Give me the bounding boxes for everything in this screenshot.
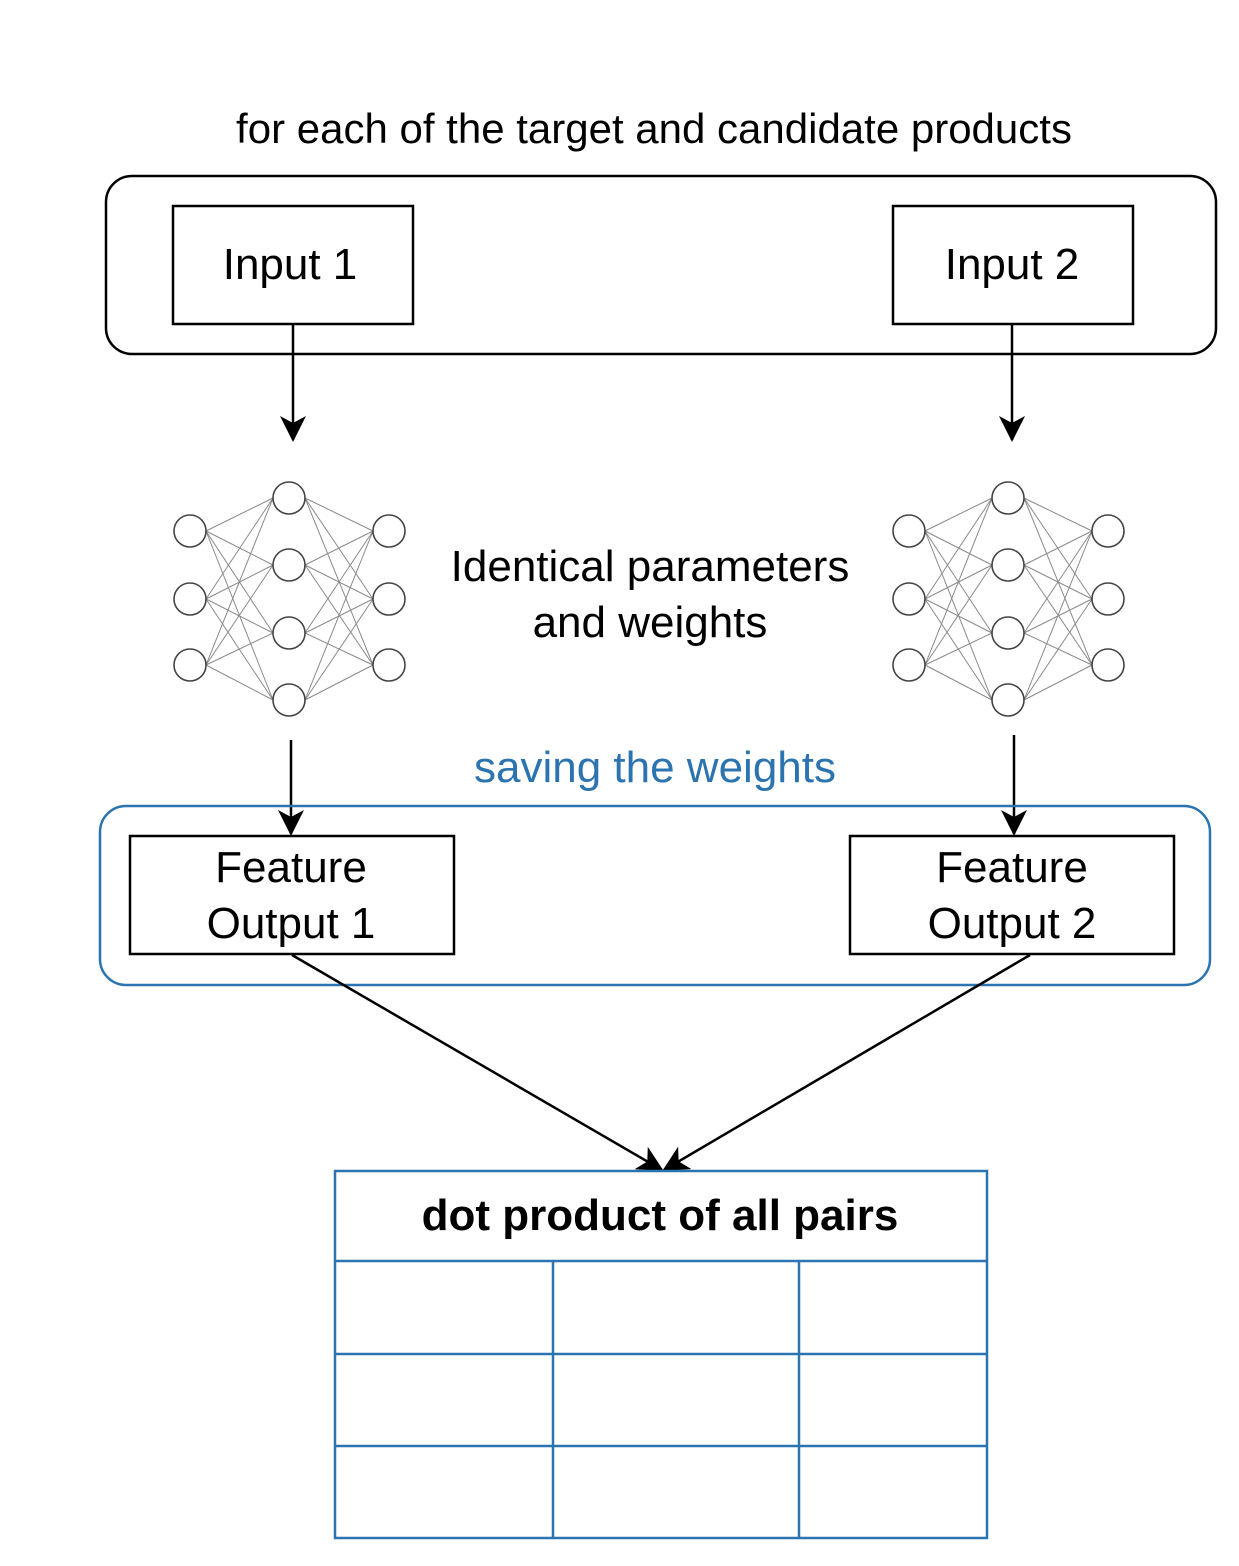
neuron-connection [205, 598, 274, 634]
neural-network-right-icon [892, 481, 1125, 717]
neuron-node [272, 616, 306, 650]
neuron-connection [304, 497, 374, 532]
neuron-node [173, 648, 207, 682]
neuron-connection [924, 497, 993, 532]
neuron-connection [304, 530, 374, 701]
neuron-connection [205, 497, 274, 666]
neuron-connection [205, 564, 274, 666]
neuron-connection [304, 664, 374, 701]
arrow-output-2-to-table [662, 953, 1031, 1172]
neuron-node [892, 514, 926, 548]
neuron-connection [924, 564, 993, 666]
arrow-output-1-to-table [291, 953, 664, 1172]
neuron-connection [205, 497, 274, 532]
neuron-node [991, 616, 1025, 650]
input-2-box: Input 2 [891, 204, 1135, 326]
neuron-node [1091, 514, 1125, 548]
neural-network-left-icon [173, 481, 406, 717]
neuron-node [272, 481, 306, 515]
feature-output-2-line1: Feature [936, 843, 1088, 892]
neuron-connection [1023, 598, 1093, 701]
neuron-node [991, 683, 1025, 717]
neuron-connection [924, 598, 993, 634]
neuron-node [991, 481, 1025, 515]
input-1-box: Input 1 [171, 204, 415, 326]
dot-product-table: dot product of all pairs [333, 1169, 989, 1540]
neuron-connection [1023, 530, 1093, 701]
neuron-connection [1023, 530, 1093, 566]
neuron-connection [304, 530, 374, 566]
input-1-label: Input 1 [223, 240, 358, 289]
neuron-connection [924, 664, 993, 701]
input-group-frame [104, 174, 1218, 356]
neuron-connection [924, 497, 993, 600]
input-2-label: Input 2 [945, 240, 1080, 289]
neuron-connection [1023, 664, 1093, 701]
identical-parameters-line2: and weights [533, 598, 768, 647]
neuron-connection [205, 497, 274, 600]
saving-weights-label: saving the weights [474, 743, 836, 792]
feature-output-1-box: Feature Output 1 [128, 834, 456, 956]
neuron-connection [205, 632, 274, 666]
diagram-header: for each of the target and candidate pro… [236, 105, 1072, 152]
neuron-node [991, 548, 1025, 582]
neuron-node [272, 548, 306, 582]
neuron-node [1091, 648, 1125, 682]
neuron-connection [205, 664, 274, 701]
feature-output-1-line1: Feature [215, 843, 367, 892]
identical-parameters-line1: Identical parameters [451, 542, 850, 591]
neuron-connection [924, 497, 993, 666]
neuron-node [892, 582, 926, 616]
neuron-connection [1023, 530, 1093, 634]
output-group-frame [98, 804, 1212, 987]
neuron-node [892, 648, 926, 682]
neuron-connection [1023, 497, 1093, 532]
neuron-node [173, 582, 207, 616]
neuron-connection [304, 598, 374, 701]
neuron-connection [924, 632, 993, 666]
neuron-node [1091, 582, 1125, 616]
feature-output-2-line2: Output 2 [928, 899, 1097, 948]
neuron-connection [304, 530, 374, 634]
neuron-node [272, 683, 306, 717]
feature-output-2-box: Feature Output 2 [848, 834, 1176, 956]
neuron-node [173, 514, 207, 548]
feature-output-1-line2: Output 1 [207, 899, 376, 948]
neuron-node [372, 648, 406, 682]
dot-product-table-title: dot product of all pairs [422, 1191, 899, 1240]
neuron-node [372, 514, 406, 548]
neuron-node [372, 582, 406, 616]
